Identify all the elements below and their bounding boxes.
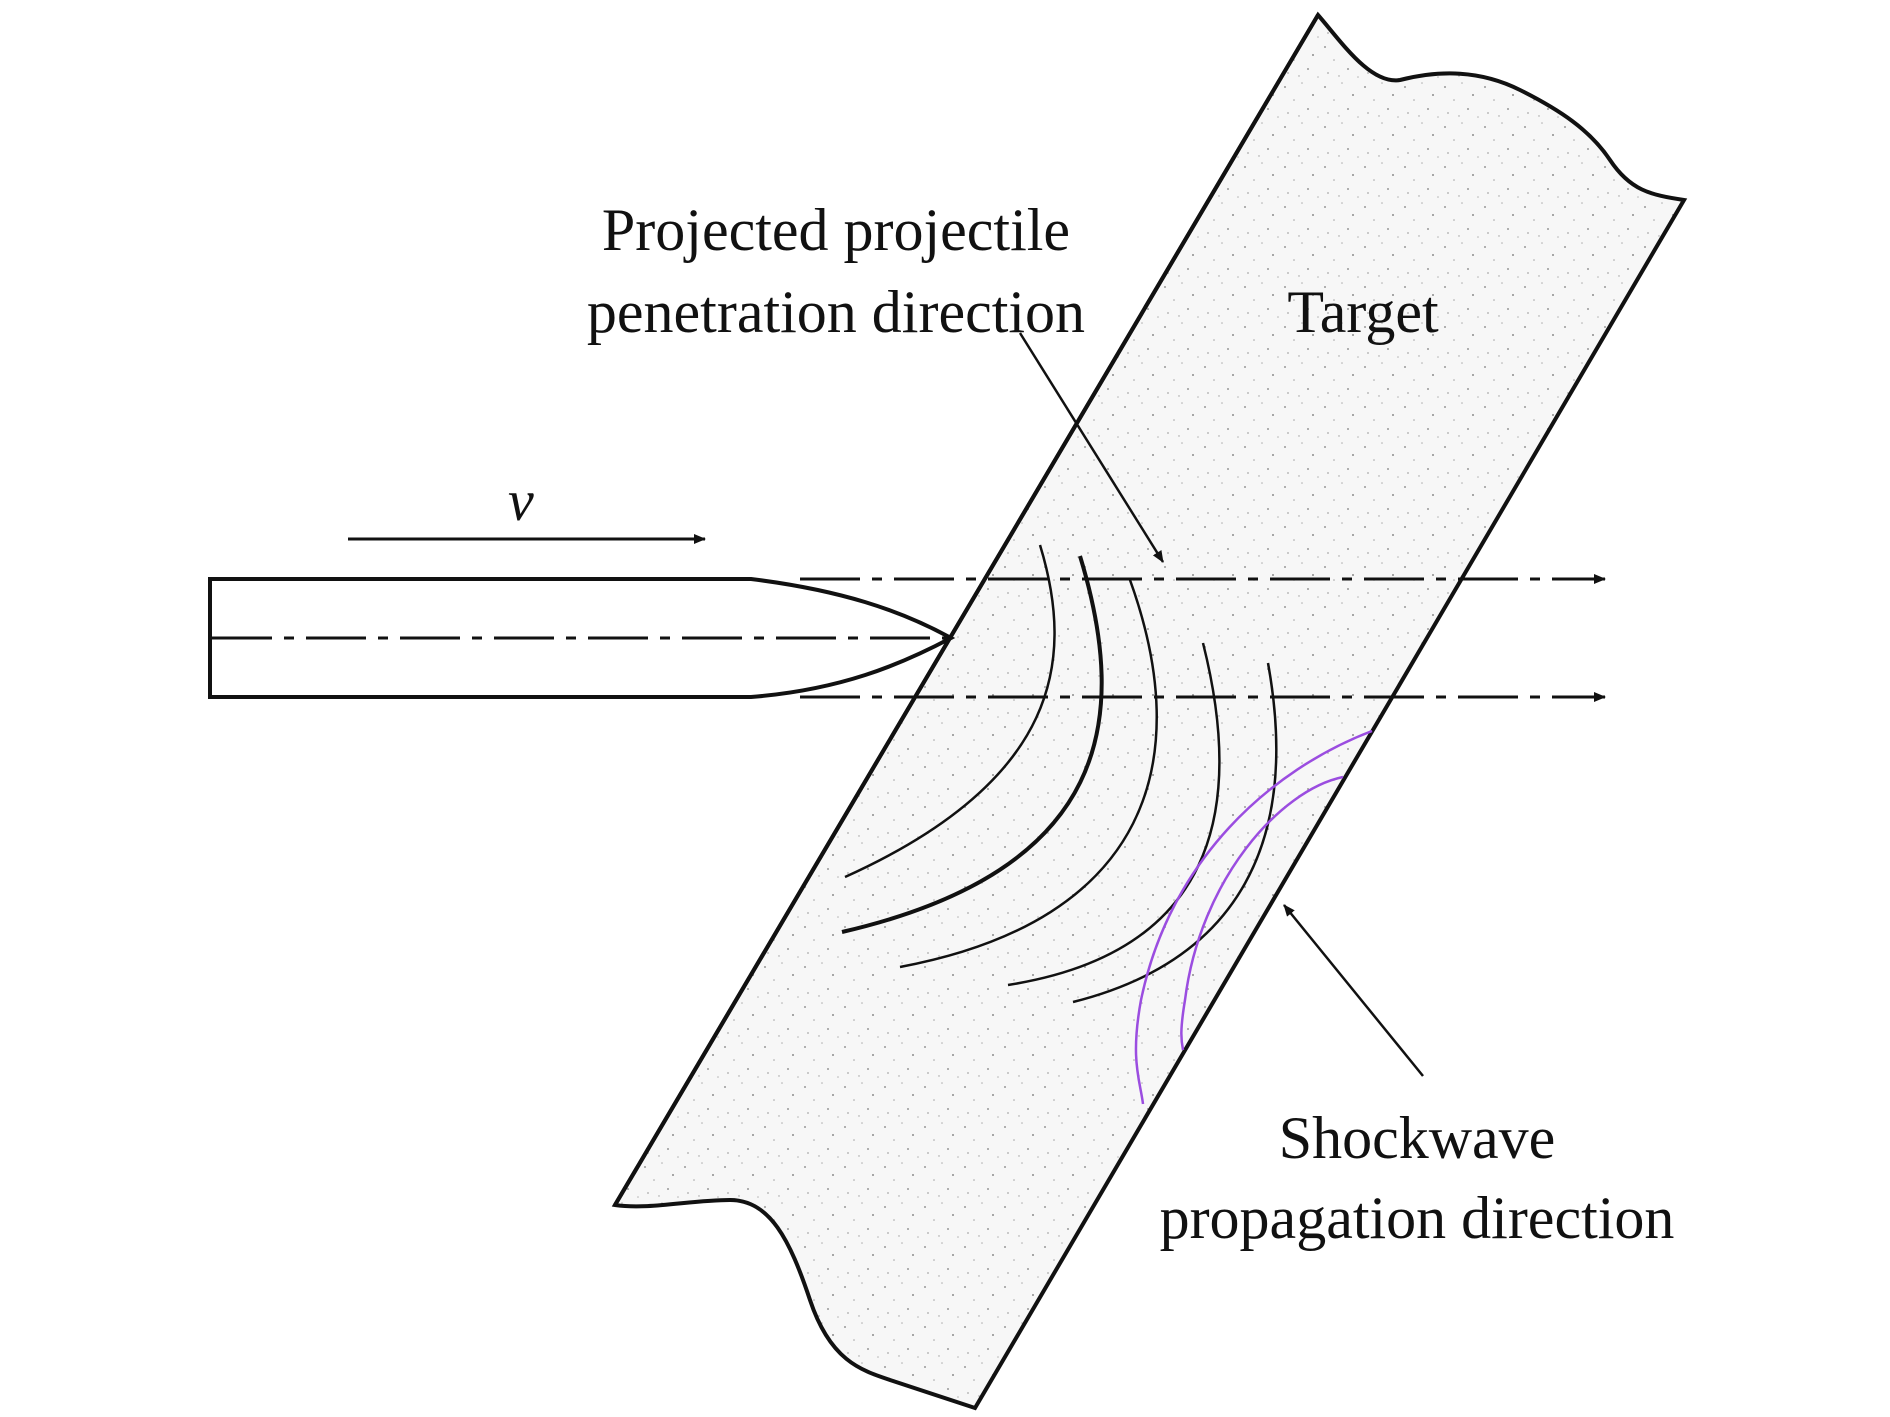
penetration-direction-pointer [1018, 332, 1165, 563]
shockwave-label-line1: Shockwave [1279, 1105, 1556, 1171]
velocity-label: v [508, 468, 534, 533]
reflected-front-1 [1134, 729, 1373, 1105]
wave-front-5 [1072, 662, 1278, 1004]
shockwave-direction-pointer [1283, 904, 1424, 1077]
reflected-front-2 [1180, 775, 1344, 1051]
stress-wave-fronts [841, 544, 1278, 1004]
wave-front-1 [844, 544, 1056, 879]
wave-front-4 [1007, 642, 1221, 987]
wave-front-2 [841, 555, 1104, 934]
target-front-edge [613, 13, 1320, 1207]
wave-front-3 [899, 579, 1158, 969]
target-label: Target [1287, 279, 1439, 345]
shockwave-label-line2: propagation direction [1160, 1185, 1675, 1251]
reflected-shockwave-fronts [1134, 729, 1373, 1105]
target-plate [611, 11, 1688, 1411]
projected-direction-label-line1: Projected projectile [602, 197, 1070, 263]
projected-direction-label-line2: penetration direction [587, 279, 1085, 345]
